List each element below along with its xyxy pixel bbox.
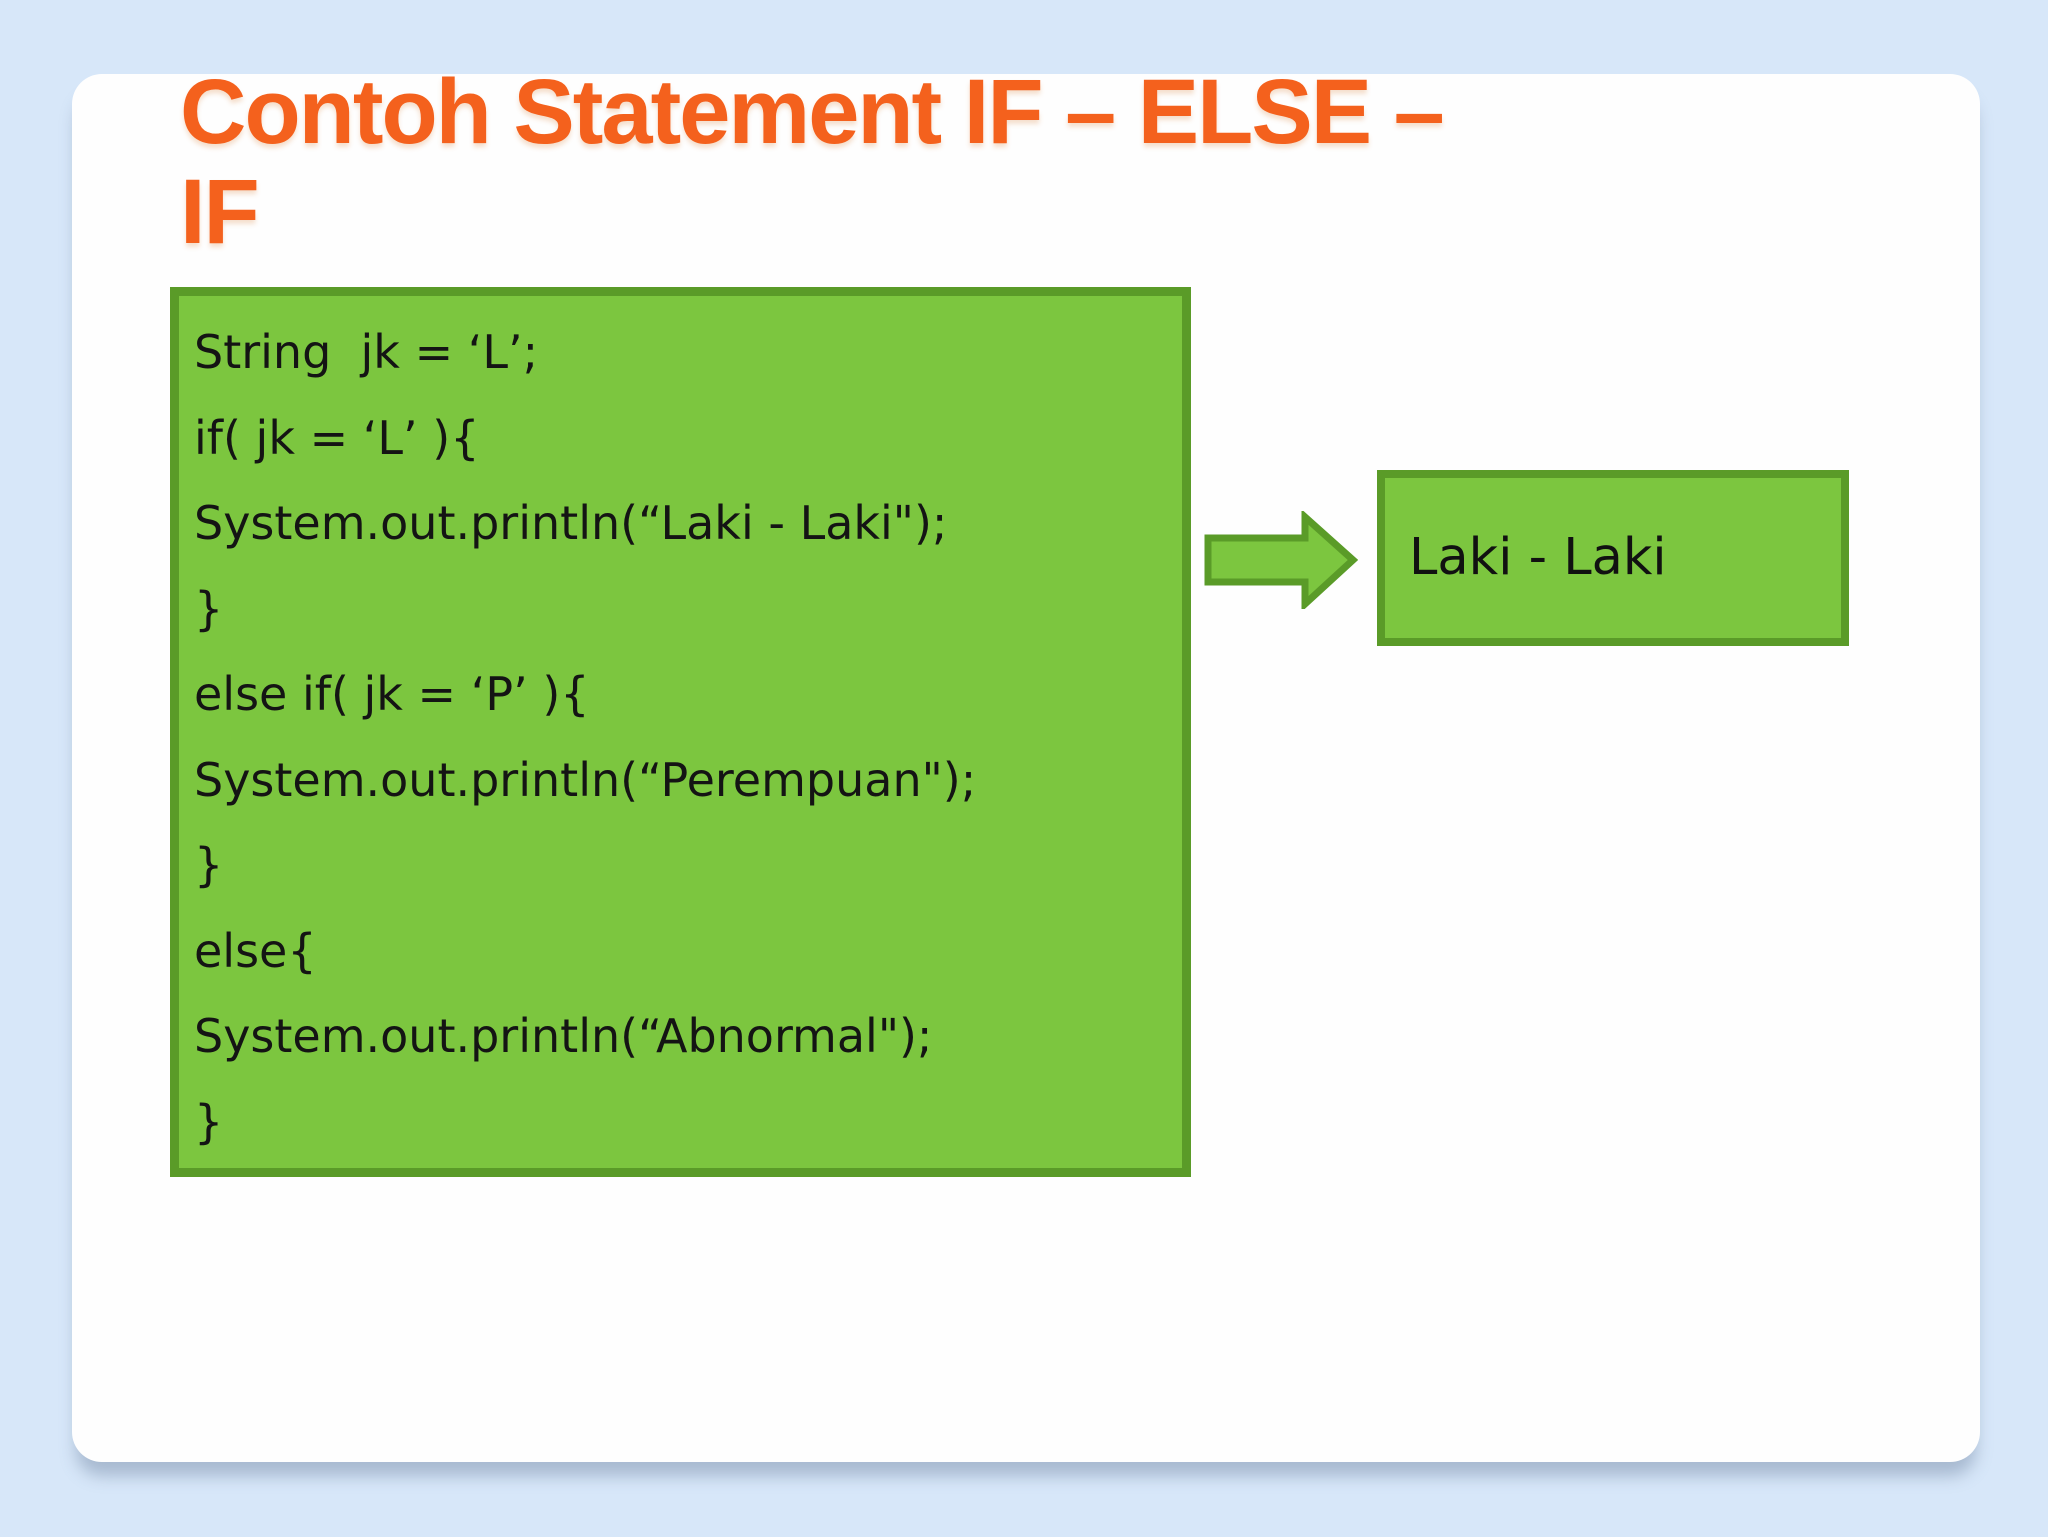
code-line: else if( jk = ‘P’ ){ [194,667,590,721]
code-line: String jk = ‘L’; [194,325,539,379]
code-line: System.out.println(“Abnormal"); [194,1009,933,1063]
arrow-right-icon [1204,509,1359,612]
output-box: Laki - Laki [1377,470,1849,646]
code-line: } [194,581,224,636]
code-line: else{ [194,923,317,978]
title-line-1: Contoh Statement IF – ELSE – [180,61,1445,163]
code-line: System.out.println(“Perempuan"); [194,752,977,807]
output-label: Laki - Laki [1409,528,1667,587]
code-line: } [194,1094,224,1149]
title-line-2: IF [180,161,260,263]
code-line: } [194,838,224,892]
code-line: System.out.println(“Laki - Laki"); [194,496,948,550]
slide-title: Contoh Statement IF – ELSE – IF [180,61,1445,263]
code-box: String jk = ‘L’; if( jk = ‘L’ ){ System.… [170,287,1191,1177]
code-line: if( jk = ‘L’ ){ [194,410,480,465]
